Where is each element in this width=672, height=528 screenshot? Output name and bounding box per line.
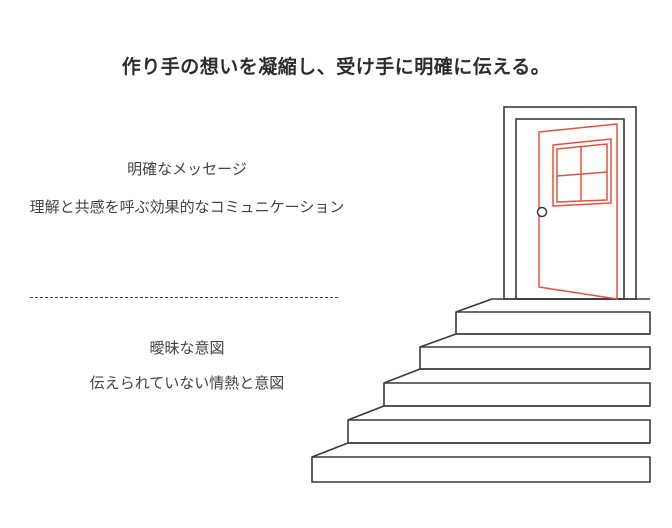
stair-step xyxy=(347,405,651,444)
lower-text-block: 曖昧な意図 伝えられていない情熱と意図 xyxy=(28,330,346,393)
door-window xyxy=(552,138,612,207)
lower-description: 伝えられていない情熱と意図 xyxy=(89,374,285,392)
upper-description: 理解と共感を呼ぶ効果的なコミュニケーション xyxy=(29,198,345,216)
open-door xyxy=(538,123,618,300)
upper-text-block: 明確なメッセージ 理解と共感を呼ぶ効果的なコミュニケーション xyxy=(28,150,346,218)
upper-heading: 明確なメッセージ xyxy=(127,160,247,178)
door-knob xyxy=(536,206,548,218)
dashed-divider xyxy=(30,297,338,298)
door-panel xyxy=(538,123,618,300)
staircase xyxy=(311,298,651,483)
stair-step xyxy=(311,442,651,483)
lower-heading: 曖昧な意図 xyxy=(149,339,225,357)
stair-step xyxy=(419,333,651,370)
stair-step xyxy=(383,368,651,407)
page-title: 作り手の想いを凝縮し、受け手に明確に伝える。 xyxy=(121,56,551,78)
stair-step xyxy=(455,298,651,335)
door-frame xyxy=(503,106,637,300)
